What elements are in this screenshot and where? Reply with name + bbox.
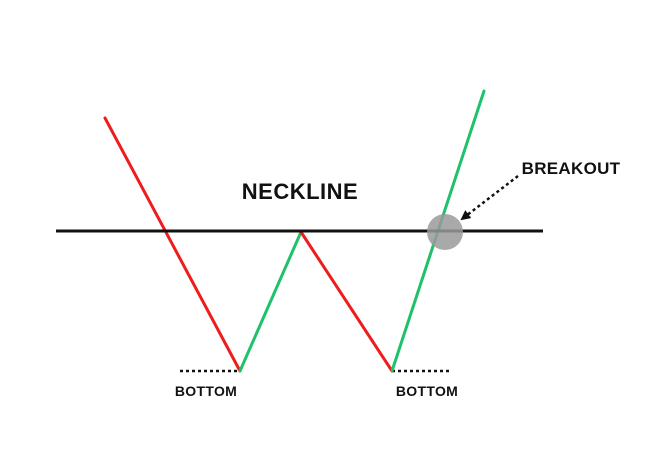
breakout-label: BREAKOUT: [522, 159, 621, 178]
breakout-point-marker: [427, 214, 463, 250]
first-rally-leg: [238, 230, 303, 373]
neckline-label: NECKLINE: [242, 179, 358, 204]
bottom-right-label: BOTTOM: [396, 383, 458, 399]
first-decline-leg: [103, 116, 242, 373]
bottom-left-label: BOTTOM: [175, 383, 237, 399]
breakout-arrow: [460, 175, 519, 221]
second-decline-leg: [299, 230, 394, 373]
